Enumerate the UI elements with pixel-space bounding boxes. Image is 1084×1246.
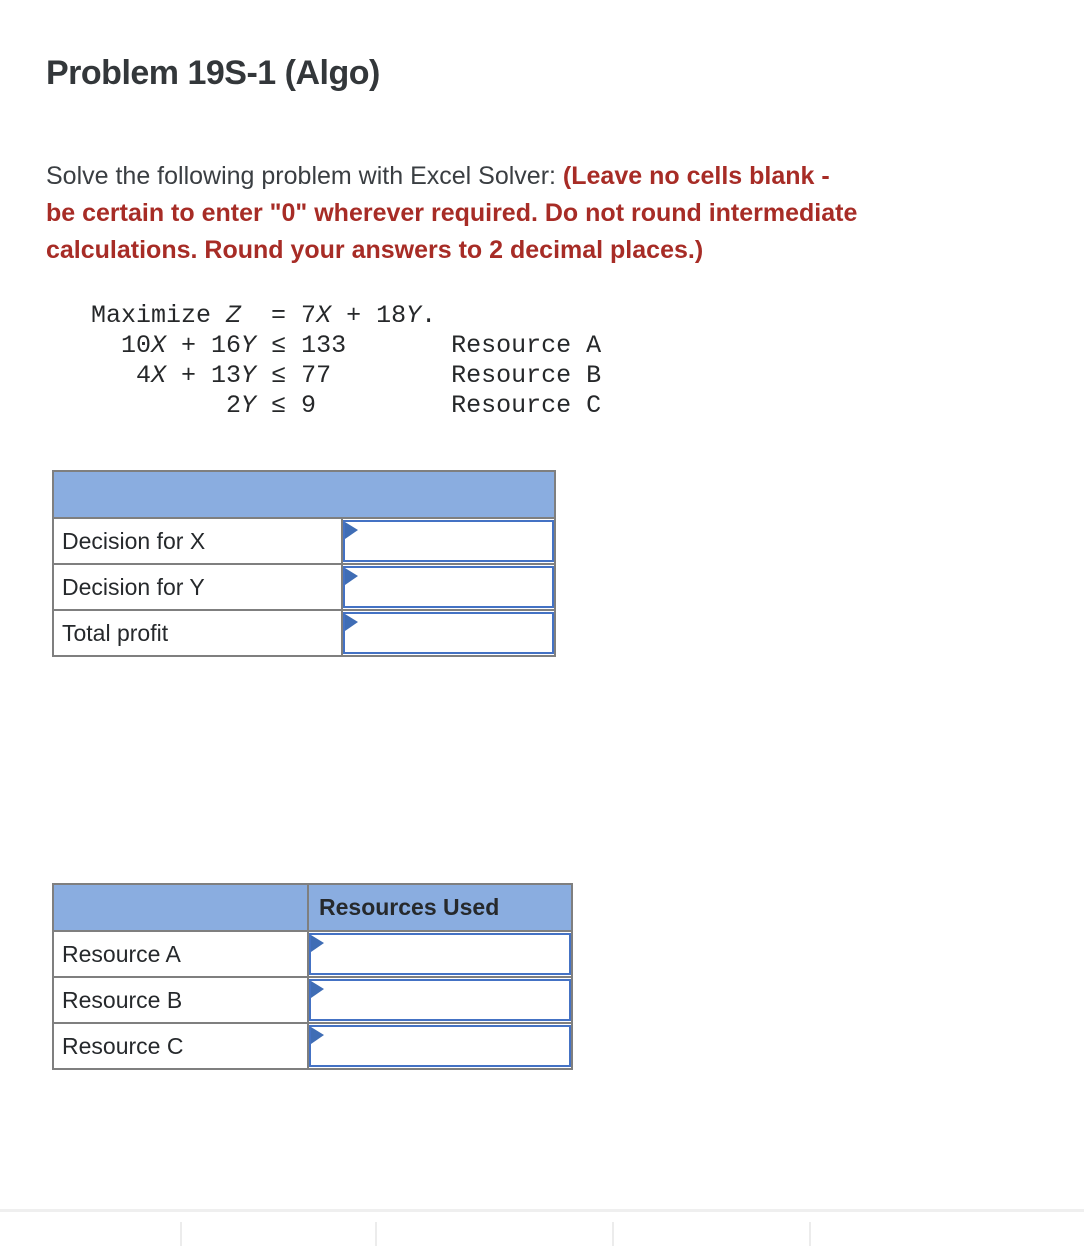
formula-text: 10: [91, 331, 152, 360]
bottom-divider: [0, 1209, 1084, 1212]
decision-x-input-box: [344, 520, 553, 562]
objective-function-block: Maximize Z = 7X + 18Y. 10X + 16Y ≤ 133 R…: [91, 301, 601, 421]
resources-table: Resources Used Resource A Resource B Res…: [52, 883, 573, 1070]
formula-var-z: Z: [226, 301, 242, 330]
instructions-line-1: Solve the following problem with Excel S…: [46, 158, 1056, 195]
constraint-a-line: 10X + 16Y ≤ 133 Resource A: [91, 331, 601, 361]
decision-y-input-box: [344, 566, 553, 608]
resource-b-input-box: [310, 979, 570, 1021]
formula-text: = 7: [241, 301, 317, 330]
table-row: Decision for X: [52, 517, 556, 565]
instructions-warning-1: (Leave no cells blank -: [562, 162, 830, 190]
resource-b-used-input[interactable]: [311, 981, 569, 1019]
resource-c-constraint-label: Resource C: [451, 391, 602, 420]
resource-a-label: Resource A: [52, 930, 309, 978]
formula-text: ≤ 77: [256, 361, 452, 390]
decision-y-cell: [341, 563, 556, 611]
formula-var-x: X: [151, 361, 167, 390]
table-row: Resource C: [52, 1022, 573, 1070]
resource-c-used-input[interactable]: [311, 1027, 569, 1065]
formula-text: + 18: [331, 301, 407, 330]
resource-a-constraint-label: Resource A: [451, 331, 602, 360]
formula-text: ≤ 133: [256, 331, 452, 360]
resource-a-cell: [307, 930, 573, 978]
decision-table-header-cell: [52, 470, 556, 519]
formula-text: Maximize: [91, 301, 227, 330]
table-row: Resource A: [52, 930, 573, 978]
formula-var-x: X: [316, 301, 332, 330]
footer-column-divider: [180, 1222, 182, 1246]
formula-text: .: [421, 301, 437, 330]
resource-c-cell: [307, 1022, 573, 1070]
decision-x-cell: [341, 517, 556, 565]
decision-x-input[interactable]: [345, 522, 552, 560]
resource-c-label: Resource C: [52, 1022, 309, 1070]
decision-y-label: Decision for Y: [52, 563, 343, 611]
total-profit-input-box: [344, 612, 553, 654]
decision-table: Decision for X Decision for Y Total prof…: [52, 470, 556, 657]
resource-b-constraint-label: Resource B: [451, 361, 602, 390]
resource-c-input-box: [310, 1025, 570, 1067]
decision-table-header-row: [52, 470, 556, 519]
instructions-paragraph: Solve the following problem with Excel S…: [46, 158, 1056, 269]
total-profit-label: Total profit: [52, 609, 343, 657]
total-profit-cell: [341, 609, 556, 657]
total-profit-input[interactable]: [345, 614, 552, 652]
formula-objective-line: Maximize Z = 7X + 18Y.: [91, 301, 601, 331]
formula-text: + 16: [166, 331, 242, 360]
resource-a-used-input[interactable]: [311, 935, 569, 973]
decision-x-label: Decision for X: [52, 517, 343, 565]
instructions-warning-2: be certain to enter "0" wherever require…: [46, 199, 858, 227]
instructions-intro: Solve the following problem with Excel S…: [46, 162, 563, 190]
table-row: Resource B: [52, 976, 573, 1024]
footer-column-divider: [612, 1222, 614, 1246]
constraint-c-line: 2Y ≤ 9 Resource C: [91, 391, 601, 421]
footer-column-divider: [809, 1222, 811, 1246]
instructions-warning-3: calculations. Round your answers to 2 de…: [46, 236, 704, 264]
formula-var-y: Y: [241, 331, 257, 360]
table-row: Decision for Y: [52, 563, 556, 611]
resources-table-header-empty-cell: [52, 883, 309, 932]
resource-a-input-box: [310, 933, 570, 975]
formula-var-y: Y: [241, 361, 257, 390]
formula-var-y: Y: [406, 301, 422, 330]
page-title: Problem 19S-1 (Algo): [46, 54, 380, 92]
formula-text: 2: [91, 391, 242, 420]
formula-var-y: Y: [241, 391, 257, 420]
formula-var-x: X: [151, 331, 167, 360]
resource-b-label: Resource B: [52, 976, 309, 1024]
formula-text: + 13: [166, 361, 242, 390]
resource-b-cell: [307, 976, 573, 1024]
constraint-b-line: 4X + 13Y ≤ 77 Resource B: [91, 361, 601, 391]
resources-table-header-row: Resources Used: [52, 883, 573, 932]
table-row: Total profit: [52, 609, 556, 657]
formula-text: 4: [91, 361, 152, 390]
footer-column-divider: [375, 1222, 377, 1246]
formula-text: ≤ 9: [256, 391, 452, 420]
resources-used-header-cell: Resources Used: [307, 883, 573, 932]
decision-y-input[interactable]: [345, 568, 552, 606]
